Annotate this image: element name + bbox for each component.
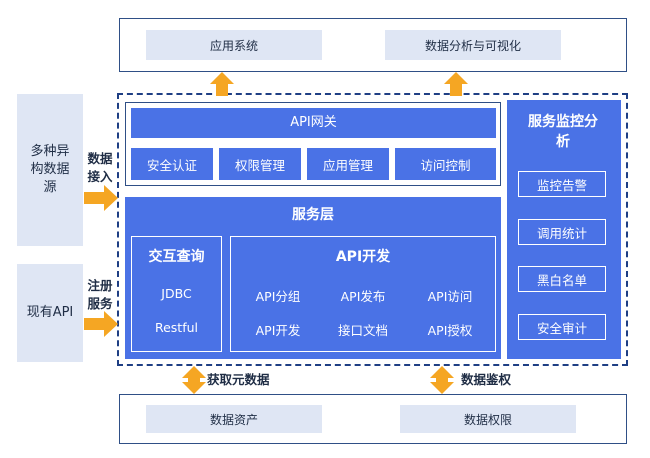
right-arrow-register-service bbox=[84, 311, 118, 337]
data-permissions-box: 数据权限 bbox=[400, 405, 576, 433]
data-analysis-box: 数据分析与可视化 bbox=[385, 30, 561, 60]
restful-item: Restful bbox=[154, 320, 199, 335]
jdbc-item: JDBC bbox=[161, 286, 192, 301]
data-auth-label: 数据鉴权 bbox=[461, 372, 512, 387]
api-develop-item: API开发 bbox=[255, 323, 301, 338]
monitor-panel bbox=[507, 100, 621, 359]
multi-source-label: 多种异构数据源 bbox=[30, 144, 70, 195]
monitor-item-call-stats: 调用统计 bbox=[518, 219, 606, 245]
platform-boundary bbox=[117, 93, 628, 366]
multi-source-box: 多种异构数据源 bbox=[17, 94, 83, 246]
api-publish-item: API发布 bbox=[340, 289, 386, 304]
fetch-metadata-label: 获取元数据 bbox=[207, 372, 270, 387]
api-access-item: API访问 bbox=[427, 289, 473, 304]
interactive-query-title: 交互查询 bbox=[148, 249, 205, 265]
gateway-item-security-auth: 安全认证 bbox=[131, 148, 213, 180]
gateway-item-permission-mgmt: 权限管理 bbox=[219, 148, 301, 180]
service-layer-title: 服务层 bbox=[292, 207, 334, 223]
monitor-item-security-audit: 安全审计 bbox=[518, 314, 606, 340]
api-authorize-item: API授权 bbox=[427, 323, 473, 338]
monitor-title: 服务监控分析 bbox=[528, 114, 598, 150]
existing-api-box: 现有API bbox=[17, 264, 83, 362]
api-gateway-title: API网关 bbox=[131, 108, 496, 138]
gateway-item-access-control: 访问控制 bbox=[395, 148, 496, 180]
service-layer-panel bbox=[125, 197, 501, 359]
double-arrow-fetch-metadata bbox=[182, 366, 206, 394]
monitor-item-blackwhite-list: 黑白名单 bbox=[518, 266, 606, 292]
api-dev-frame bbox=[230, 236, 496, 352]
monitor-item-alert: 监控告警 bbox=[518, 171, 606, 197]
right-arrow-data-ingest bbox=[84, 185, 118, 211]
app-system-box: 应用系统 bbox=[146, 30, 322, 60]
data-assets-box: 数据资产 bbox=[146, 405, 322, 433]
api-docs-item: 接口文档 bbox=[337, 323, 388, 338]
api-dev-title: API开发 bbox=[335, 249, 391, 265]
data-ingest-label: 数据接入 bbox=[87, 151, 113, 184]
api-group-item: API分组 bbox=[255, 289, 301, 304]
interactive-query-frame bbox=[131, 236, 222, 352]
double-arrow-data-auth bbox=[430, 366, 454, 394]
register-service-label: 注册服务 bbox=[87, 278, 113, 311]
existing-api-label: 现有API bbox=[26, 305, 74, 320]
gateway-item-app-mgmt: 应用管理 bbox=[307, 148, 389, 180]
